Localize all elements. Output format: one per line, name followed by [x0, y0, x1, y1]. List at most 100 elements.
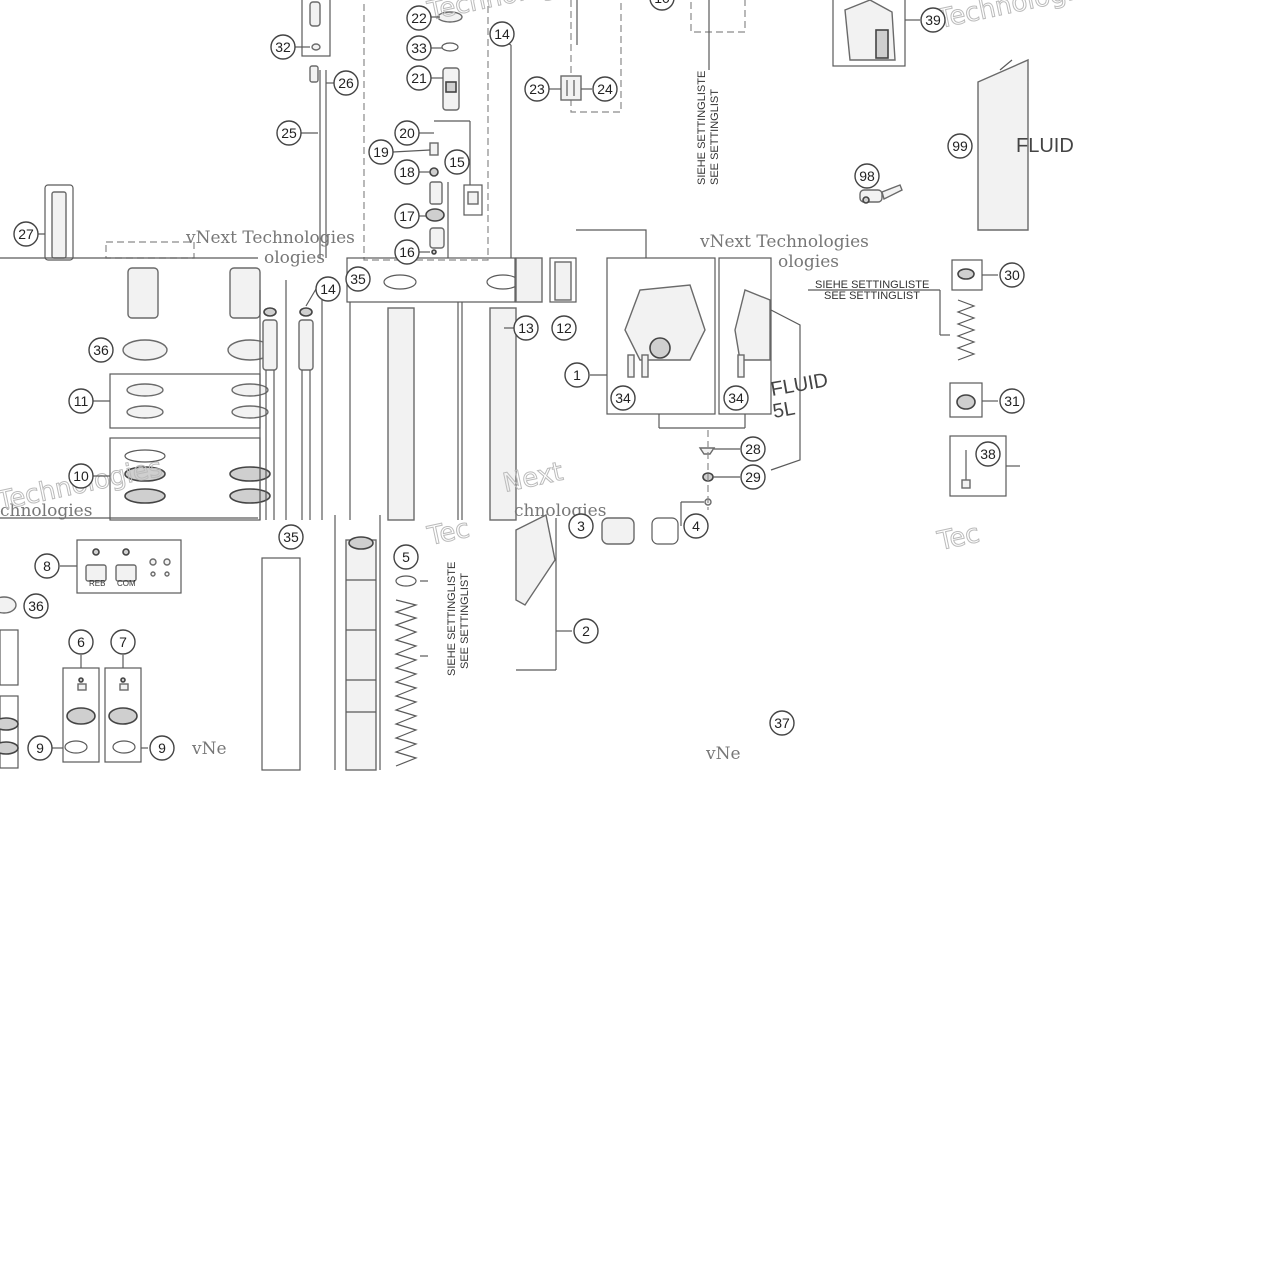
- callout-33: 33: [406, 35, 432, 61]
- lower-fork-group: [0, 513, 679, 771]
- setting-note-de-1: SIEHE SETTINGLISTE: [696, 71, 708, 185]
- svg-text:13: 13: [518, 320, 534, 336]
- watermark-chnologies-2: chnologies: [514, 501, 606, 521]
- callout-9: 9: [27, 735, 53, 761]
- svg-text:10: 10: [73, 468, 89, 484]
- svg-text:16: 16: [399, 244, 415, 260]
- callout-14: 14: [489, 21, 515, 47]
- fork-tubes-group: [0, 257, 577, 521]
- svg-text:2: 2: [582, 623, 590, 639]
- callout-22: 22: [406, 5, 432, 31]
- setting-note-en-2: SEE SETTINGLIST: [824, 290, 920, 302]
- watermark-ologies-2: ologies: [778, 252, 839, 272]
- callout-26: 26: [333, 70, 359, 96]
- setting-note-en-1: SEE SETTINGLIST: [709, 89, 721, 185]
- fluid-can-volume: 5L: [771, 397, 797, 423]
- leader-lines: [28, 16, 1020, 749]
- watermark-tech-2: Technologies: [934, 0, 1105, 35]
- callout-16: 16: [394, 239, 420, 265]
- rebound-label: REB: [89, 579, 105, 588]
- svg-text:23: 23: [529, 81, 545, 97]
- svg-text:36: 36: [93, 342, 109, 358]
- svg-text:10: 10: [654, 0, 670, 6]
- watermark-ologies-1: ologies: [264, 248, 325, 268]
- svg-text:19: 19: [373, 144, 389, 160]
- adjuster-group: [560, 0, 746, 113]
- service-items-group: [832, 0, 1029, 231]
- svg-text:39: 39: [925, 12, 941, 28]
- callout-17: 17: [394, 203, 420, 229]
- svg-text:28: 28: [745, 441, 761, 457]
- fluid-can-label: FLUID: [1016, 135, 1074, 157]
- callout-29: 29: [740, 464, 766, 490]
- svg-text:38: 38: [980, 446, 996, 462]
- svg-text:36: 36: [28, 598, 44, 614]
- shock-spring-group: [808, 259, 1007, 497]
- triple-clamp-group: [576, 229, 801, 510]
- svg-text:8: 8: [43, 558, 51, 574]
- svg-text:11: 11: [74, 393, 89, 409]
- svg-text:35: 35: [283, 529, 299, 545]
- setting-note-de-3: SIEHE SETTINGLISTE: [446, 562, 458, 676]
- svg-text:25: 25: [281, 125, 297, 141]
- svg-text:18: 18: [399, 164, 415, 180]
- svg-text:31: 31: [1004, 393, 1020, 409]
- callout-27: 27: [13, 221, 39, 247]
- watermarks: vNext Technologies vNext Technologies vN…: [0, 0, 1105, 764]
- callout-4: 4: [683, 513, 709, 539]
- callout-37: 37: [769, 710, 795, 736]
- svg-text:17: 17: [399, 208, 415, 224]
- callout-3: 3: [568, 513, 594, 539]
- callout-30: 30: [999, 262, 1025, 288]
- callout-8: 8: [34, 553, 60, 579]
- svg-text:9: 9: [36, 740, 44, 756]
- callout-36: 36: [23, 593, 49, 619]
- svg-text:32: 32: [275, 39, 291, 55]
- callout-9: 9: [149, 735, 175, 761]
- callout-14: 14: [315, 276, 341, 302]
- callout-35: 35: [278, 524, 304, 550]
- watermark-brand-2: vNext Technologies: [699, 232, 869, 252]
- callout-25: 25: [276, 120, 302, 146]
- callout-18: 18: [394, 159, 420, 185]
- svg-text:22: 22: [411, 10, 427, 26]
- callout-34: 34: [610, 385, 636, 411]
- setting-note-de-2: SIEHE SETTINGLISTE: [815, 279, 929, 291]
- notes: SIEHE SETTINGLISTE SEE SETTINGLIST SIEHE…: [89, 71, 1074, 676]
- callout-1: 1: [564, 362, 590, 388]
- callout-10: 10: [68, 463, 94, 489]
- watermark-tec-2: Tec: [934, 519, 982, 557]
- watermark-short-2: vNe: [705, 744, 741, 764]
- svg-text:14: 14: [320, 281, 336, 297]
- callout-99: 99: [947, 133, 973, 159]
- callout-13: 13: [513, 315, 539, 341]
- watermark-brand-1: vNext Technologies: [185, 228, 355, 248]
- callout-11: 11: [68, 388, 94, 414]
- callout-20: 20: [394, 120, 420, 146]
- callout-28: 28: [740, 436, 766, 462]
- svg-text:14: 14: [494, 26, 510, 42]
- watermark-short-1: vNe: [191, 739, 227, 759]
- svg-text:30: 30: [1004, 267, 1020, 283]
- callout-35: 35: [345, 266, 371, 292]
- callout-6: 6: [68, 629, 94, 655]
- callouts: 22 33 32 26 2 1 14 25 20 19 15 18 17 16 2…: [13, 0, 1025, 761]
- svg-text:15: 15: [449, 154, 465, 170]
- svg-text:12: 12: [556, 320, 572, 336]
- svg-text:37: 37: [774, 715, 790, 731]
- svg-text:7: 7: [119, 634, 127, 650]
- watermark-tec-1: Tec: [424, 514, 472, 552]
- watermark-chnologies-1: chnologies: [0, 501, 92, 521]
- svg-text:6: 6: [77, 634, 85, 650]
- svg-text:35: 35: [350, 271, 366, 287]
- callout-2: 2: [573, 618, 599, 644]
- svg-text:4: 4: [692, 518, 700, 534]
- callout-12: 12: [551, 315, 577, 341]
- setting-note-en-3: SEE SETTINGLIST: [459, 573, 471, 669]
- svg-text:33: 33: [411, 40, 427, 56]
- top-cartridge-group: [44, 0, 512, 261]
- callout-39: 39: [920, 7, 946, 33]
- callout-5: 5: [393, 544, 419, 570]
- callout-19: 19: [368, 139, 394, 165]
